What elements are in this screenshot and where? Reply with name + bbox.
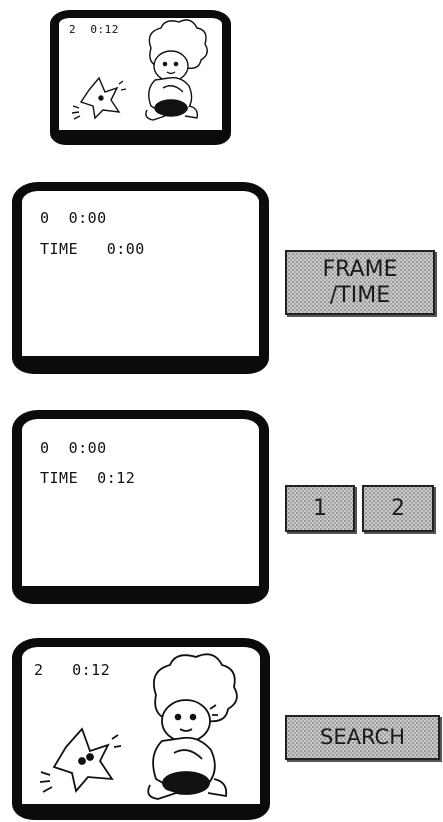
cartoon-illustration bbox=[22, 647, 260, 804]
cartoon-illustration bbox=[59, 18, 222, 130]
digit-1-button[interactable]: 1 bbox=[285, 485, 355, 532]
cartoon-star-creature-illustration bbox=[40, 729, 121, 792]
cartoon-boy-illustration bbox=[148, 654, 237, 799]
search-button-label: SEARCH bbox=[320, 725, 405, 749]
cartoon-boy-illustration bbox=[146, 20, 207, 120]
digit-1-button-label: 1 bbox=[313, 496, 327, 521]
digit-2-button[interactable]: 2 bbox=[362, 485, 434, 532]
tv-screen-3: 0 0:00 TIME 0:12 bbox=[12, 410, 269, 604]
tv-screen-2: 0 0:00 TIME 0:00 bbox=[12, 182, 269, 374]
frame-time-readout: 0 0:00 bbox=[40, 439, 107, 457]
tv-screen-1: 2 0:12 bbox=[50, 10, 231, 145]
time-readout: TIME 0:12 bbox=[40, 469, 135, 487]
search-button[interactable]: SEARCH bbox=[285, 715, 440, 760]
frame-time-button[interactable]: FRAME /TIME bbox=[285, 250, 435, 315]
time-readout: TIME 0:00 bbox=[40, 240, 145, 258]
tv-screen-4: 2 0:12 bbox=[12, 638, 270, 820]
digit-2-button-label: 2 bbox=[391, 496, 405, 521]
cartoon-star-creature-illustration bbox=[72, 78, 126, 119]
frame-time-button-label-line1: FRAME bbox=[323, 257, 398, 282]
frame-time-readout: 0 0:00 bbox=[40, 209, 107, 227]
frame-time-button-label-line2: /TIME bbox=[330, 283, 390, 308]
